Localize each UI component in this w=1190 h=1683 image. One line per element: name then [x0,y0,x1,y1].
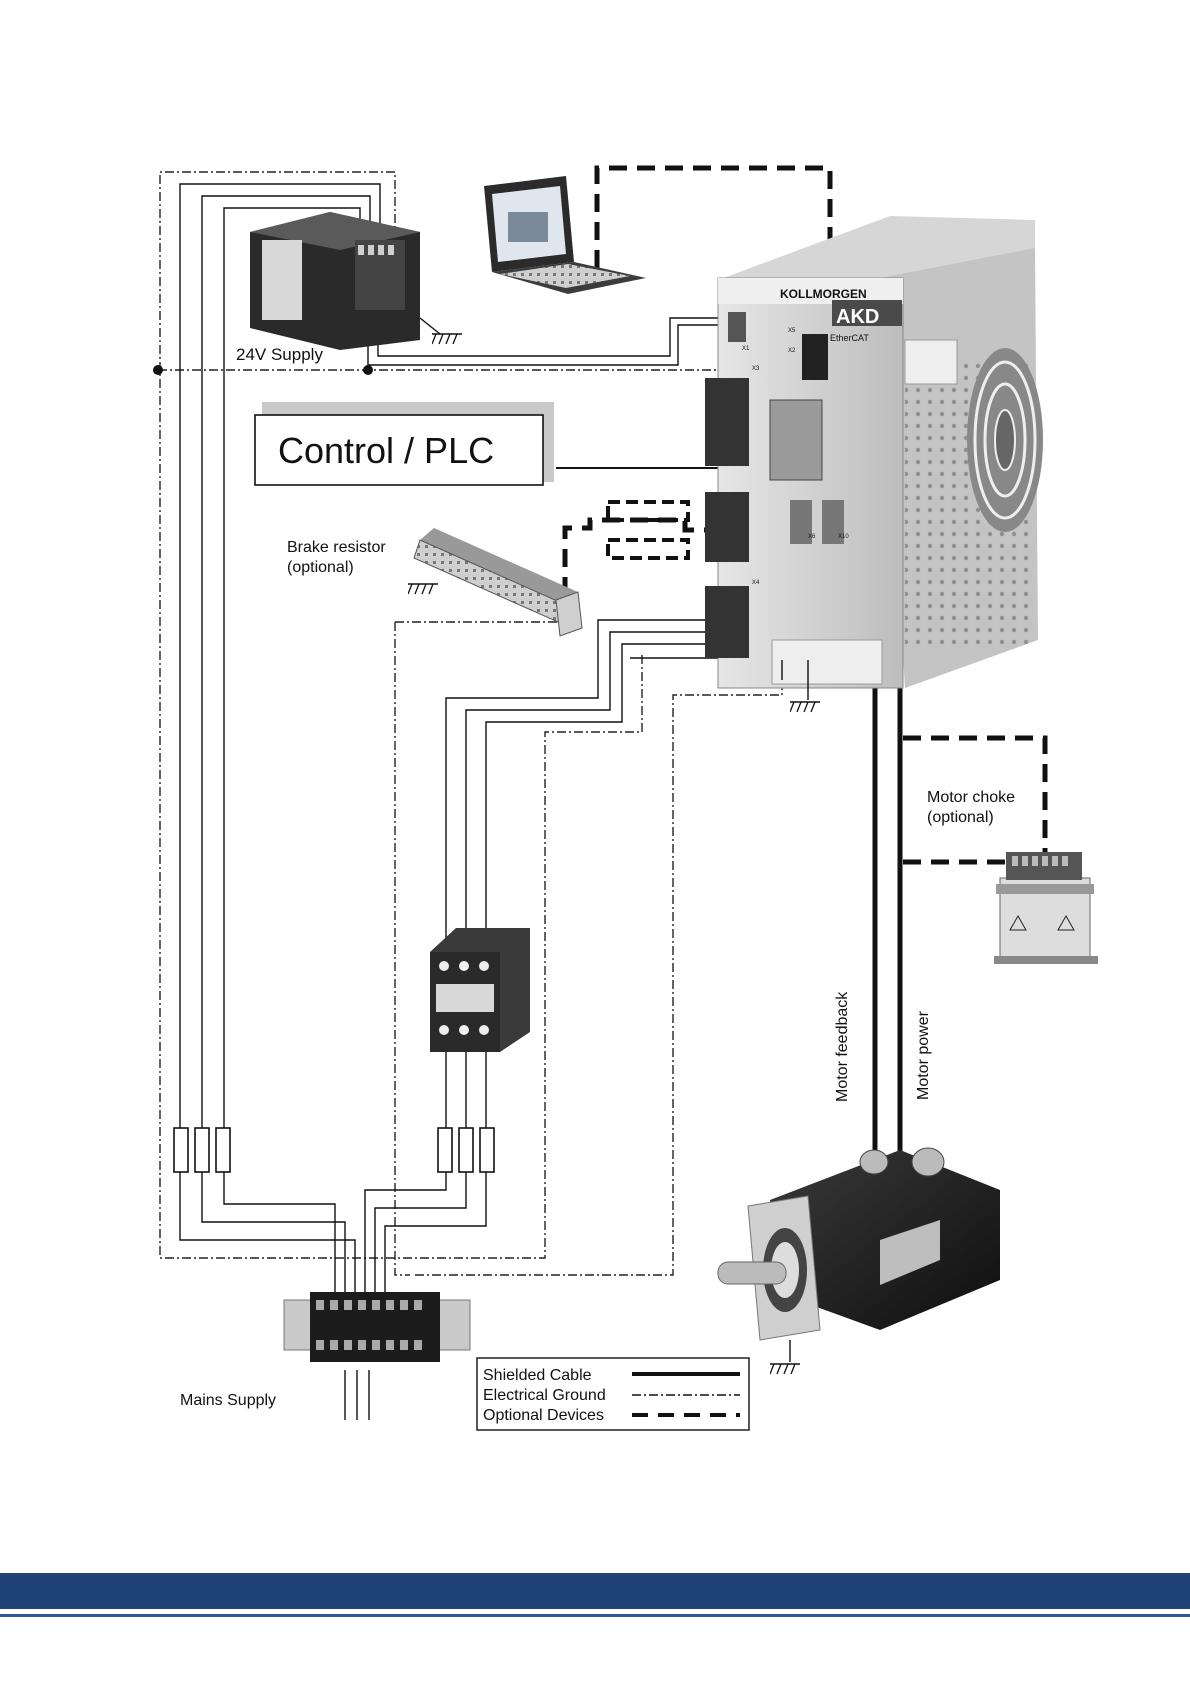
drive-model-label: AKD [836,306,879,328]
motor-power-label: Motor power [915,1010,932,1100]
drive-brand-label: KOLLMORGEN [780,287,867,301]
drive-fan [967,348,1043,532]
brake-resistor [408,528,582,636]
contactor [430,928,530,1052]
akd-drive [705,216,1043,712]
mains-terminal-block [284,1292,470,1362]
connector-x6-label: X6 [808,534,816,540]
fuses-right [438,1128,494,1172]
connector-x3-label: X3 [752,366,760,372]
laptop [484,176,646,294]
motor-choke [994,852,1098,964]
brake-resistor-label-line1: Brake resistor [287,539,386,556]
footer-line [0,1614,1190,1617]
connector-x2-label: X2 [788,348,796,354]
control-plc-label: Control / PLC [278,430,494,471]
brake-resistor-label-line2: (optional) [287,559,354,576]
connector-x4-label: X4 [752,580,760,586]
ground-lines [158,172,782,1275]
connector-x1-label: X1 [742,346,750,352]
legend-shielded-cable-label: Shielded Cable [483,1367,592,1384]
drive-bus-label: EtherCAT [830,333,869,343]
motor-feedback-label: Motor feedback [834,991,851,1102]
legend: Shielded Cable Electrical Ground Optiona… [477,1358,749,1430]
brake-resistor-fuse-box [608,502,688,558]
servo-motor [718,1148,1000,1374]
legend-electrical-ground-label: Electrical Ground [483,1387,606,1404]
24v-supply-unit [250,212,462,350]
motor-choke-label-line2: (optional) [927,809,994,826]
legend-optional-devices-label: Optional Devices [483,1407,604,1424]
footer-band [0,1573,1190,1609]
motor-choke-label-line1: Motor choke [927,789,1015,806]
connector-x10-label: X10 [838,534,849,540]
fuses-left [174,1128,230,1172]
connector-x5-label: X5 [788,328,796,334]
mains-supply-label: Mains Supply [180,1392,276,1409]
24v-supply-label: 24V Supply [236,345,323,364]
